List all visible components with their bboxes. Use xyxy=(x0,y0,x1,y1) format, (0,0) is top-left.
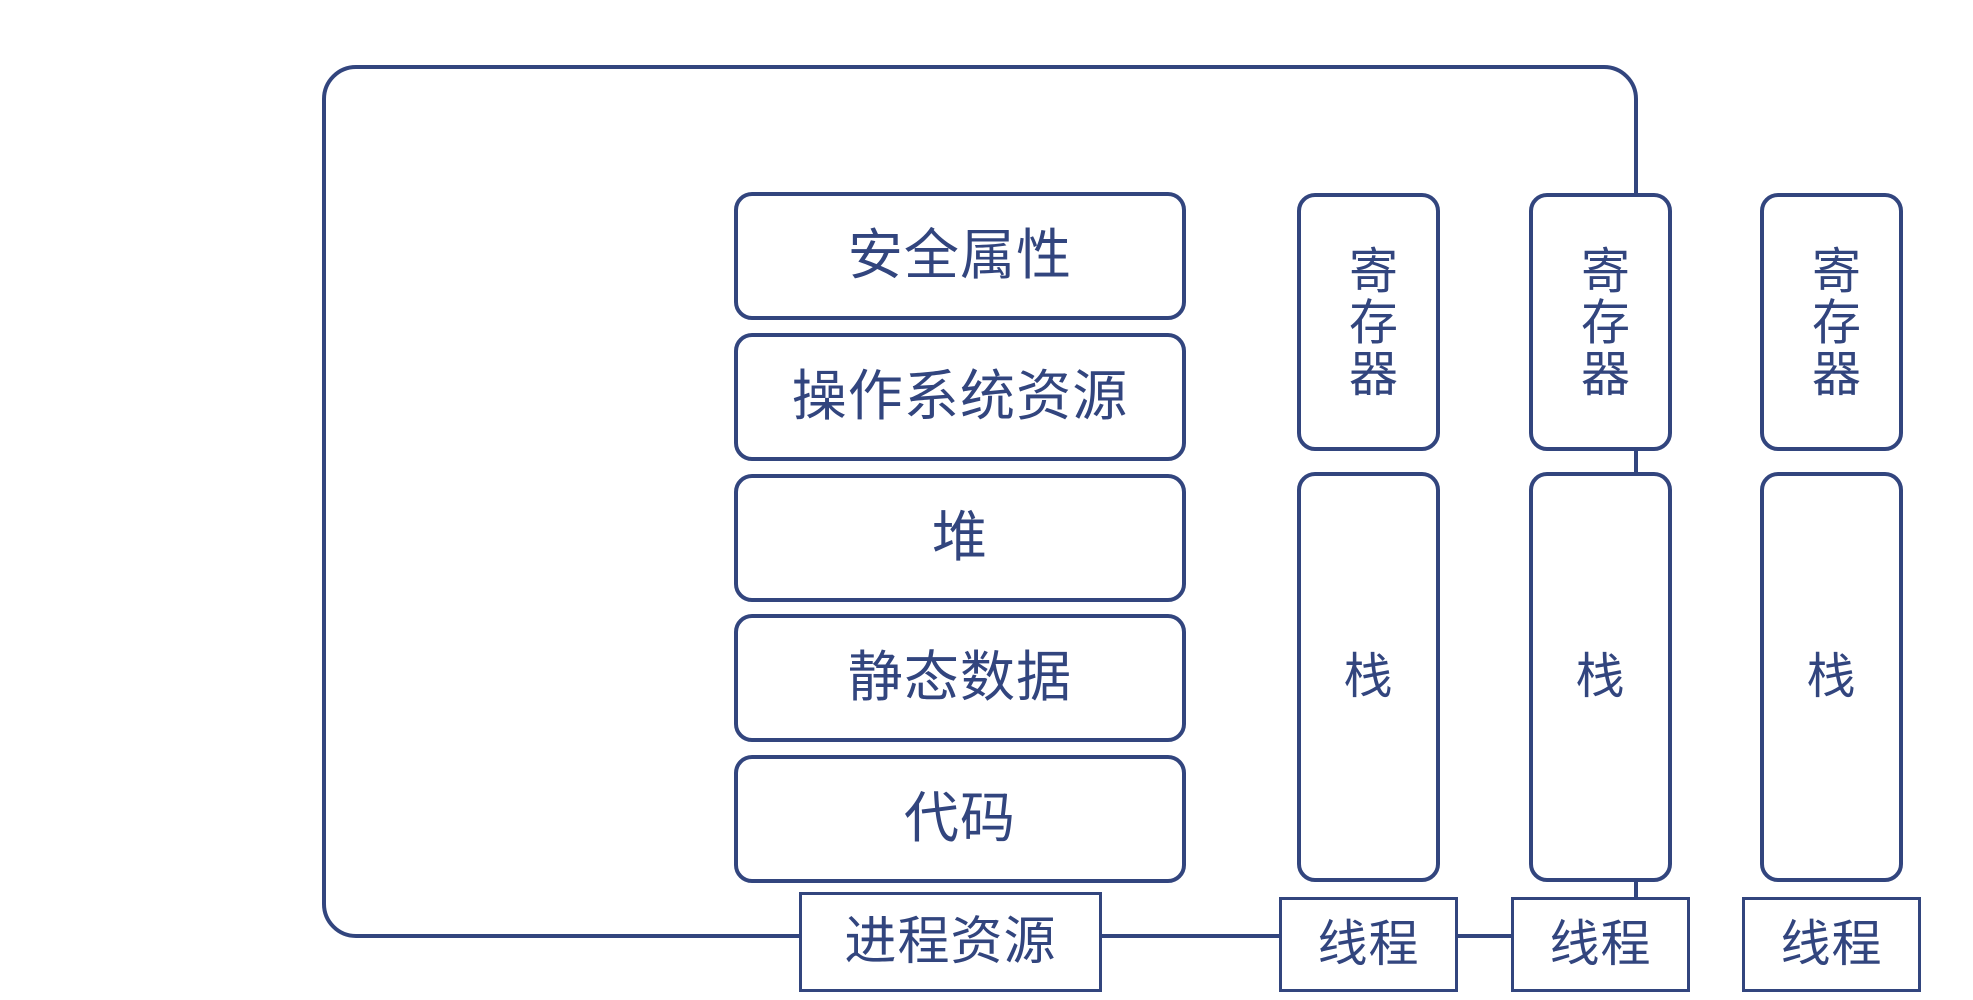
resource-box-heap: 堆 xyxy=(734,474,1186,602)
process-container: 安全属性 操作系统资源 堆 静态数据 代码 进程资源 寄存器 栈 线程 xyxy=(322,65,1921,992)
thread-register-box-3: 寄存器 xyxy=(1760,193,1903,451)
thread-stack-box-3: 栈 xyxy=(1760,472,1903,882)
resource-label-code: 代码 xyxy=(903,786,1017,851)
thread-label-box-2: 线程 xyxy=(1511,897,1690,992)
thread-label-1: 线程 xyxy=(1317,915,1420,974)
resource-box-static-data: 静态数据 xyxy=(734,614,1186,742)
resource-label-static-data: 静态数据 xyxy=(847,645,1073,710)
resource-label-os-resources: 操作系统资源 xyxy=(791,364,1129,429)
thread-register-box-2: 寄存器 xyxy=(1529,193,1672,451)
thread-stack-label-1: 栈 xyxy=(1343,648,1394,706)
thread-label-3: 线程 xyxy=(1780,915,1883,974)
thread-label-2: 线程 xyxy=(1549,915,1652,974)
thread-register-label-3: 寄存器 xyxy=(1803,244,1861,400)
resource-label-security-attributes: 安全属性 xyxy=(847,223,1073,288)
resource-box-security-attributes: 安全属性 xyxy=(734,192,1186,320)
thread-stack-label-2: 栈 xyxy=(1575,648,1626,706)
thread-stack-box-1: 栈 xyxy=(1297,472,1440,882)
thread-register-box-1: 寄存器 xyxy=(1297,193,1440,451)
thread-register-label-2: 寄存器 xyxy=(1572,244,1630,400)
process-resources-label: 进程资源 xyxy=(844,911,1057,972)
process-resources-label-box: 进程资源 xyxy=(799,892,1102,992)
thread-register-label-1: 寄存器 xyxy=(1340,244,1398,400)
resource-box-code: 代码 xyxy=(734,755,1186,883)
thread-label-box-3: 线程 xyxy=(1742,897,1921,992)
resource-box-os-resources: 操作系统资源 xyxy=(734,333,1186,461)
thread-stack-label-3: 栈 xyxy=(1806,648,1857,706)
thread-label-box-1: 线程 xyxy=(1279,897,1458,992)
resource-label-heap: 堆 xyxy=(931,505,989,570)
thread-stack-box-2: 栈 xyxy=(1529,472,1672,882)
